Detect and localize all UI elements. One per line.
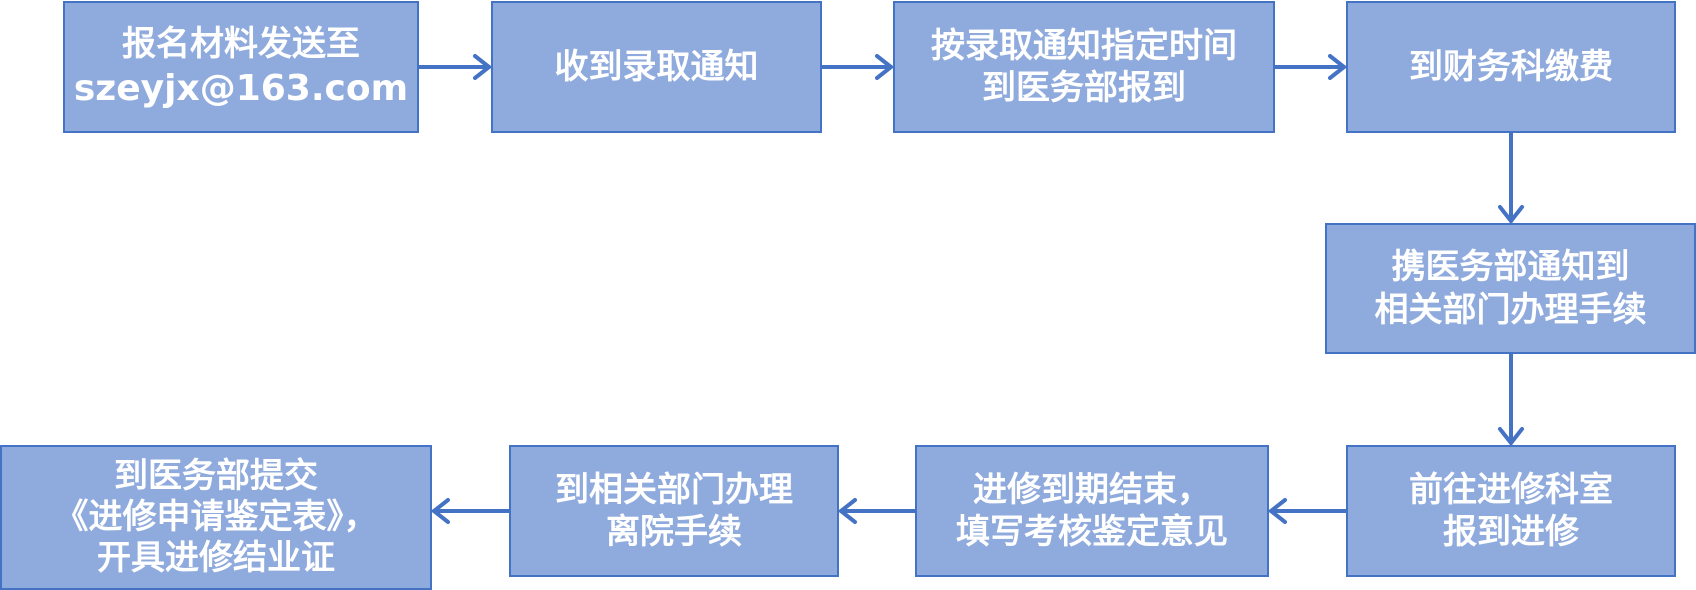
step-9-line-2: 《进修申请鉴定表》， [54,497,378,538]
step-6-box: 前往进修科室 报到进修 [1346,445,1676,577]
arrow-step-6-to-7 [1269,498,1348,524]
step-3-box: 按录取通知指定时间 到医务部报到 [893,1,1275,133]
step-2-box: 收到录取通知 [491,1,822,133]
arrow-step-1-to-2 [417,54,491,80]
step-4-line-1: 到财务科缴费 [1409,46,1613,87]
arrow-step-3-to-4 [1273,54,1346,80]
step-2-line-1: 收到录取通知 [554,46,759,87]
step-7-line-1: 进修到期结束， [973,469,1211,510]
step-5-line-2: 相关部门办理手续 [1374,289,1647,330]
step-3-line-2: 到医务部报到 [982,68,1186,108]
step-9-line-1: 到医务部提交 [114,456,318,497]
step-8-box: 到相关部门办理 离院手续 [509,445,839,577]
step-5-box: 携医务部通知到 相关部门办理手续 [1325,223,1696,354]
step-6-line-1: 前往进修科室 [1409,469,1613,510]
step-1-line-1: 报名材料发送至 [122,24,360,65]
step-7-box: 进修到期结束， 填写考核鉴定意见 [915,445,1269,577]
step-9-line-3: 开具进修结业证 [97,537,335,578]
step-7-line-2: 填写考核鉴定意见 [956,512,1228,552]
step-8-line-2: 离院手续 [606,512,742,552]
arrow-step-7-to-8 [839,498,917,524]
step-4-box: 到财务科缴费 [1346,1,1676,133]
step-6-line-2: 报到进修 [1443,512,1579,552]
arrow-step-2-to-3 [820,54,893,80]
step-5-line-1: 携医务部通知到 [1391,247,1630,287]
step-8-line-1: 到相关部门办理 [555,469,793,510]
arrow-step-8-to-9 [432,498,511,524]
step-3-line-1: 按录取通知指定时间 [931,25,1237,66]
step-9-box: 到医务部提交 《进修申请鉴定表》， 开具进修结业证 [0,445,432,590]
arrow-step-5-to-6 [1498,352,1524,445]
step-1-box: 报名材料发送至 szeyjx@163.com [63,1,419,133]
arrow-step-4-to-5 [1498,131,1524,223]
step-1-line-2: szeyjx@163.com [73,67,409,109]
